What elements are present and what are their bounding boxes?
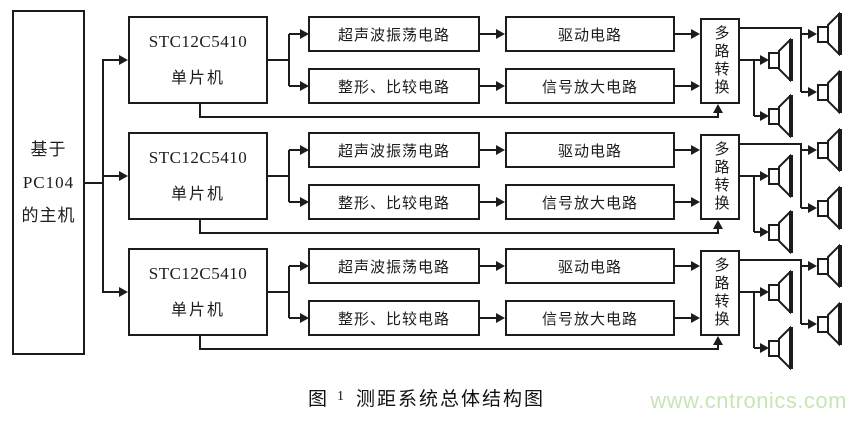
mcu-part-number: STC12C5410 [148,32,248,51]
amplifier-label: 信号放大电路 [541,79,638,96]
amplifier-label: 信号放大电路 [541,195,638,212]
mcu-label: 单片机 [170,186,225,203]
transducer-icon [817,70,843,114]
caption-number: 1 [337,389,344,404]
transducer-icon [817,302,843,346]
mcu-box: STC12C5410 单片机 [128,132,268,220]
ultrasonic-oscillator-box: 超声波振荡电路 [308,248,480,284]
transducer-icon [817,186,843,230]
driver-label: 驱动电路 [557,143,622,160]
transducer-icon [817,244,843,288]
transducer-icon [768,38,794,82]
watermark: www.cntronics.com [650,388,847,413]
shaping-comparison-box: 整形、比较电路 [308,68,480,104]
driver-circuit-box: 驱动电路 [505,248,675,284]
multiplexer-box: 多路转换 [700,250,740,336]
mcu-part-number: STC12C5410 [148,148,248,167]
multiplexer-box: 多路转换 [700,18,740,104]
channel-row-3: STC12C5410 单片机 超声波振荡电路 驱动电路 整形、比较电路 信号放大… [0,244,853,372]
multiplexer-box: 多路转换 [700,134,740,220]
transducer-icon [768,270,794,314]
shaper-label: 整形、比较电路 [337,79,450,96]
driver-label: 驱动电路 [557,27,622,44]
ultrasonic-oscillator-box: 超声波振荡电路 [308,132,480,168]
host-label-line2: PC104 [22,173,75,192]
shaping-comparison-box: 整形、比较电路 [308,184,480,220]
channel-row-2: STC12C5410 单片机 超声波振荡电路 驱动电路 整形、比较电路 信号放大… [0,128,853,256]
mcu-label: 单片机 [170,302,225,319]
channel-row-1: STC12C5410 单片机 超声波振荡电路 驱动电路 整形、比较电路 信号放大… [0,12,853,140]
row-connectors [102,128,843,254]
ultrasonic-oscillator-box: 超声波振荡电路 [308,16,480,52]
driver-circuit-box: 驱动电路 [505,132,675,168]
signal-amplifier-box: 信号放大电路 [505,184,675,220]
signal-amplifier-box: 信号放大电路 [505,300,675,336]
caption-title: 测距系统总体结构图 [356,389,546,410]
oscillator-label: 超声波振荡电路 [337,143,450,160]
oscillator-label: 超声波振荡电路 [337,27,450,44]
transducer-icon [768,326,794,370]
host-label-line1: 基于 [30,140,67,159]
caption-prefix: 图 [307,389,329,410]
transducer-icon [817,12,843,56]
amplifier-label: 信号放大电路 [541,311,638,328]
mcu-part-number: STC12C5410 [148,264,248,283]
host-pc104-box: 基于 PC104 的主机 [12,10,85,355]
oscillator-label: 超声波振荡电路 [337,259,450,276]
driver-label: 驱动电路 [557,259,622,276]
mcu-box: STC12C5410 单片机 [128,16,268,104]
transducer-icon [817,128,843,172]
signal-amplifier-box: 信号放大电路 [505,68,675,104]
shaping-comparison-box: 整形、比较电路 [308,300,480,336]
multiplexer-label: 多路转换 [712,141,729,213]
multiplexer-label: 多路转换 [712,25,729,97]
row-connectors [102,12,843,138]
host-label-line3: 的主机 [21,206,76,225]
driver-circuit-box: 驱动电路 [505,16,675,52]
mcu-box: STC12C5410 单片机 [128,248,268,336]
multiplexer-label: 多路转换 [712,257,729,329]
row-connectors [102,244,843,370]
shaper-label: 整形、比较电路 [337,311,450,328]
shaper-label: 整形、比较电路 [337,195,450,212]
transducer-icon [768,154,794,198]
mcu-label: 单片机 [170,70,225,87]
